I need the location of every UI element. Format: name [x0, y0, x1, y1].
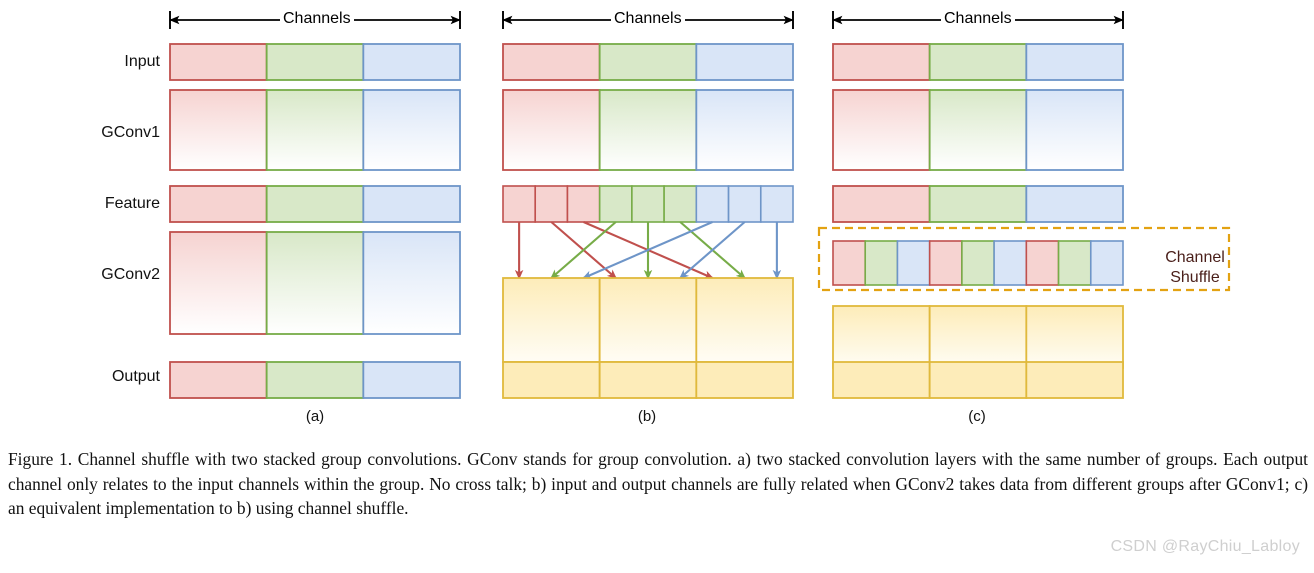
panel-b-feature-row-cell-0: [502, 185, 537, 223]
panel-b-output-row: [502, 361, 794, 399]
panel-c-output-row-block-2: [1025, 361, 1124, 399]
panel-a-input-row: [169, 43, 461, 81]
panel-c-gconv2-row: [832, 305, 1124, 369]
panel-label-b: (b): [637, 408, 657, 425]
panel-c-feature-row: [832, 185, 1124, 223]
row-label-input: Input: [124, 53, 160, 70]
panel-c-shuffle-row-cell-6: [1025, 240, 1060, 286]
panel-c-gconv2-row-block-0: [832, 305, 931, 369]
panel-b-gconv1-row: [502, 89, 794, 171]
row-label-output: Output: [111, 368, 160, 385]
panel-b-feature-row-cell-8: [759, 185, 794, 223]
channel-shuffle-label-line1: Channel: [1165, 249, 1225, 266]
panel-label-c: (c): [968, 408, 986, 425]
panel-b-gconv2-row-block-1: [598, 277, 698, 363]
panel-c-output-row: [832, 361, 1124, 399]
panel-a-gconv1-row: [169, 89, 461, 171]
panel-a-feature-row-block-blue: [362, 185, 461, 223]
panel-c-gconv1-row-block-green: [928, 89, 1028, 171]
panel-c-shuffle-row-cell-8: [1089, 240, 1124, 286]
panel-c-gconv1-row: [832, 89, 1124, 171]
panel-c-shuffle-row-cell-0: [832, 240, 867, 286]
channel-shuffle-label: Channel Shuffle: [1140, 248, 1250, 288]
panel-label-a: (a): [305, 408, 325, 425]
panel-c-feature-row-block-red: [832, 185, 931, 223]
figure-caption-text: Figure 1. Channel shuffle with two stack…: [8, 449, 1308, 519]
channels-axis-label-a: Channels: [280, 10, 354, 28]
panel-a-feature-row-block-red: [169, 185, 268, 223]
panel-b-gconv2-row: [502, 277, 794, 363]
panel-c-input-row-block-blue: [1025, 43, 1124, 81]
panel-b-feature-row-cell-6: [695, 185, 730, 223]
shuffle-arrow-3: [550, 221, 617, 280]
figure-diagram: [169, 11, 1231, 399]
panel-c-gconv1-row-block-blue: [1025, 89, 1124, 171]
panel-b-gconv1-row-block-blue: [695, 89, 794, 171]
panel-b-input-row-block-blue: [695, 43, 794, 81]
panel-b-gconv1-row-block-red: [502, 89, 601, 171]
channel-shuffle-box: [817, 226, 1231, 292]
panel-c-feature-row-block-green: [928, 185, 1028, 223]
panel-c-shuffle-row-cell-3: [928, 240, 963, 286]
panel-a-feature-row-block-green: [265, 185, 365, 223]
panel-a-output-row-block-green: [265, 361, 365, 399]
shuffle-arrow-6: [582, 221, 713, 279]
panel-a-gconv1-row-block-green: [265, 89, 365, 171]
panel-b-feature-row-cell-5: [663, 185, 698, 223]
panel-b-feature-row-cell-4: [631, 185, 665, 223]
panel-c-shuffle-row-cell-5: [993, 240, 1028, 286]
panel-a-gconv2-row: [169, 231, 461, 335]
panel-a-input-row-block-red: [169, 43, 268, 81]
panel-c-output-row-block-0: [832, 361, 931, 399]
panel-c-input-row-block-green: [928, 43, 1028, 81]
panel-b-output-row-block-1: [598, 361, 698, 399]
panel-c-input-row: [832, 43, 1124, 81]
panel-b-gconv2-row-block-0: [502, 277, 601, 363]
panel-c-gconv2-row-block-2: [1025, 305, 1124, 369]
row-label-feature: Feature: [104, 195, 160, 212]
panel-c-shuffle-row: [832, 240, 1124, 286]
row-label-gconv2: GConv2: [101, 266, 160, 283]
panel-a-gconv1-row-block-blue: [362, 89, 461, 171]
panel-b-input-row-block-green: [598, 43, 698, 81]
panel-b-feature-row-cell-2: [566, 185, 601, 223]
panel-c-shuffle-row-cell-2: [896, 240, 931, 286]
panel-c-gconv2-row-block-1: [928, 305, 1028, 369]
panel-b-feature-row-cell-3: [598, 185, 633, 223]
panel-a-output-row: [169, 361, 461, 399]
panel-b-shuffle-arrows: [514, 221, 782, 280]
channels-axis-label-c: Channels: [941, 10, 1015, 28]
channels-axis-label-b: Channels: [611, 10, 685, 28]
panel-c-shuffle-row-cell-4: [961, 240, 995, 286]
panel-b-output-row-block-2: [695, 361, 794, 399]
panel-c-shuffle-row-cell-7: [1057, 240, 1092, 286]
figure-caption: Figure 1. Channel shuffle with two stack…: [8, 447, 1308, 521]
panel-b-gconv2-row-block-2: [695, 277, 794, 363]
panel-a-gconv2-row-block-red: [169, 231, 268, 335]
panel-c-gconv1-row-block-red: [832, 89, 931, 171]
panel-c-feature-row-block-blue: [1025, 185, 1124, 223]
panel-b-feature-row-cell-7: [727, 185, 762, 223]
panel-b-gconv1-row-block-green: [598, 89, 698, 171]
row-label-gconv1: GConv1: [101, 124, 160, 141]
channel-shuffle-label-line2: Shuffle: [1170, 269, 1220, 286]
panel-b-input-row: [502, 43, 794, 81]
csdn-watermark: CSDN @RayChiu_Labloy: [1110, 538, 1300, 555]
panel-c-output-row-block-1: [928, 361, 1028, 399]
panel-a-input-row-block-green: [265, 43, 365, 81]
panel-b-feature-row-cell-1: [534, 185, 569, 223]
panel-c-shuffle-row-cell-1: [864, 240, 899, 286]
panel-a-gconv2-row-block-green: [265, 231, 365, 335]
panel-b-output-row-block-0: [502, 361, 601, 399]
panel-b-input-row-block-red: [502, 43, 601, 81]
panel-a-gconv1-row-block-red: [169, 89, 268, 171]
panel-a-input-row-block-blue: [362, 43, 461, 81]
panel-a-feature-row: [169, 185, 461, 223]
panel-c-input-row-block-red: [832, 43, 931, 81]
panel-a-gconv2-row-block-blue: [362, 231, 461, 335]
shuffle-arrow-7: [679, 221, 746, 280]
panel-b-feature-row: [502, 185, 794, 223]
panel-a-output-row-block-red: [169, 361, 268, 399]
panel-a-output-row-block-blue: [362, 361, 461, 399]
